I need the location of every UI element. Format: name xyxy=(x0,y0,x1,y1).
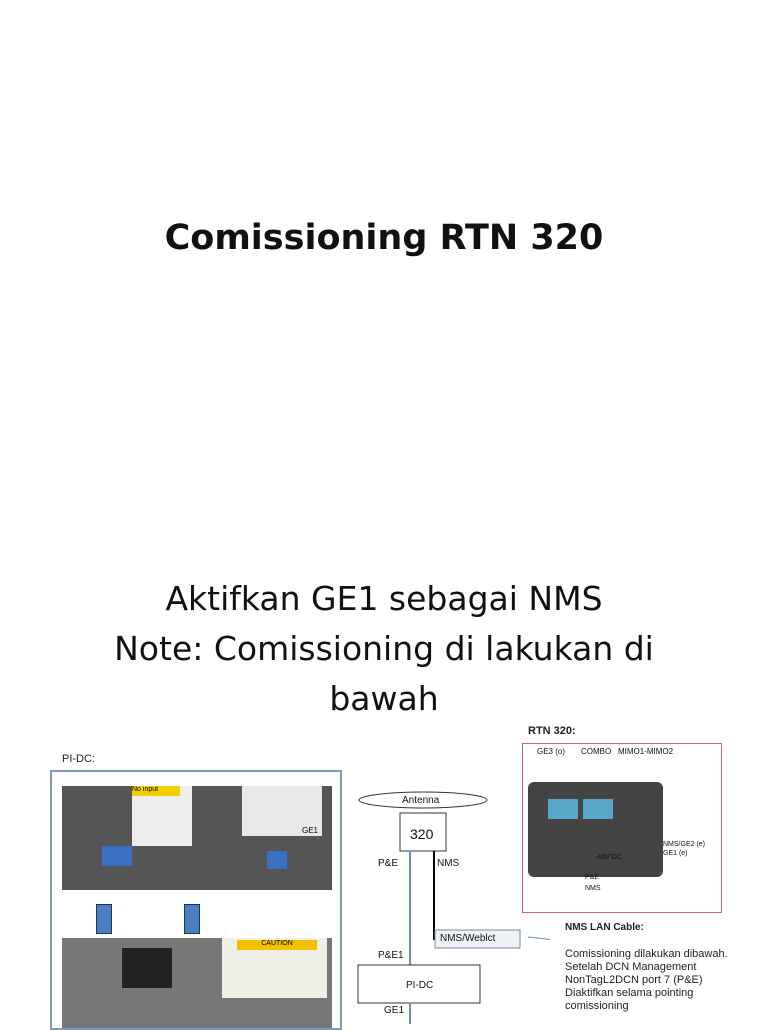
rtn-label: RTN 320: xyxy=(528,725,576,737)
nms-ge2-label: NMS/GE2 (e) xyxy=(663,841,706,848)
caution-tag: CAUTION xyxy=(237,940,317,950)
subtitle-line-3: bawah xyxy=(329,679,439,718)
rtn-photo xyxy=(528,782,663,877)
antenna-label: Antenna xyxy=(402,795,440,806)
pidc-photo-bottom: CAUTION xyxy=(62,938,332,1028)
unit-label: 320 xyxy=(410,826,434,842)
cable-icon xyxy=(96,904,112,934)
pe1-label: P&E1 xyxy=(378,950,404,961)
nms-weblct-label: NMS/Weblct xyxy=(440,933,496,944)
nms-weblct-box xyxy=(434,929,521,949)
pidc-panel: No input GE1 CAUTION xyxy=(50,770,342,1030)
subtitle-line-2: Note: Comissioning di lakukan di xyxy=(114,629,654,668)
connection-diagram xyxy=(357,791,550,1024)
ge3-port-label: GE3 (o) xyxy=(537,747,566,756)
rtn-figure: GE3 (o) COMBO MIMO1-MIMO2 NMS/GE2 (e) GE… xyxy=(522,743,722,913)
no-input-tag: No input xyxy=(132,786,180,796)
ge1-port-label: GE1 (e) xyxy=(663,850,688,857)
ge1-label: GE1 xyxy=(384,1005,405,1016)
nms-label: NMS xyxy=(437,858,460,869)
pidc-label: PI-DC: xyxy=(62,753,95,765)
slide-title: Comissioning RTN 320 xyxy=(164,218,604,258)
arrow-line xyxy=(527,936,550,940)
combo-port-label: COMBO xyxy=(581,747,612,756)
antenna-shape xyxy=(358,791,488,809)
pidc-box xyxy=(357,964,481,1004)
subtitle-line-1: Aktifkan GE1 sebagai NMS xyxy=(165,579,603,618)
unit-320-box xyxy=(399,812,447,852)
pe-label: P&E xyxy=(378,858,399,869)
mimo-port-label: MIMO1-MIMO2 xyxy=(618,747,674,756)
nms-port-label: NMS xyxy=(585,885,601,892)
ge1-tag: GE1 xyxy=(302,826,319,835)
pidc-diagram-label: PI-DC xyxy=(406,980,434,991)
dc-label: -48V DC xyxy=(595,854,622,861)
pidc-photo-top: No input GE1 xyxy=(62,786,332,890)
note-title: NMS LAN Cable: xyxy=(565,922,644,933)
note-body: Comissioning dilakukan dibawah. Setelah … xyxy=(565,948,728,1012)
pe-port-label: P&E xyxy=(585,874,600,881)
cable-icon xyxy=(184,904,200,934)
